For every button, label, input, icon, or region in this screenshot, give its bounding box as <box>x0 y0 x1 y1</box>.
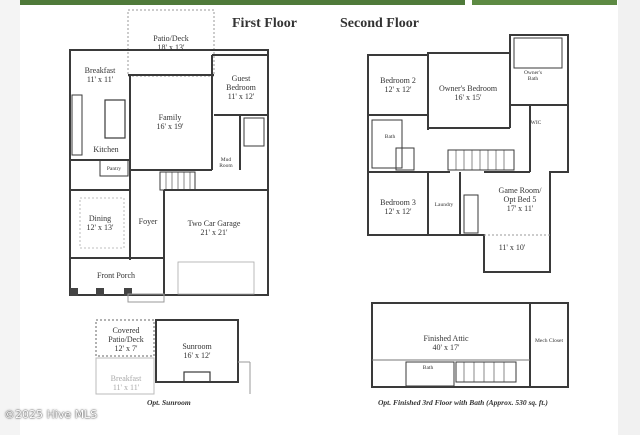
bath-label: Bath <box>384 134 396 140</box>
attic-outline <box>371 302 569 388</box>
owners-bath-box <box>513 37 563 69</box>
mud-room-label: Mud Room <box>219 157 233 169</box>
dining-rug <box>79 197 125 249</box>
photo-strip-left <box>20 0 465 5</box>
left-margin <box>0 0 20 435</box>
first-floor-outline <box>69 49 269 296</box>
mech-closet-label: Mech Closet <box>535 338 563 344</box>
guest-bath <box>243 117 265 147</box>
front-porch-label: Front Porch <box>97 271 135 280</box>
foyer-label: Foyer <box>138 217 158 226</box>
second-floor-title: Second Floor <box>340 16 419 31</box>
owners-bath-label: Owner's Bath <box>523 70 543 82</box>
covered-patio-outline <box>95 319 155 357</box>
photo-strip-right <box>472 0 617 5</box>
photo-strip <box>0 0 640 6</box>
floor-plan-sheet <box>22 6 618 416</box>
mls-watermark: ©2025 Hive MLS <box>4 408 98 421</box>
first-floor-title: First Floor <box>232 16 297 31</box>
kitchen-label: Kitchen <box>93 145 119 154</box>
stairs-second <box>447 149 515 171</box>
stairs-first <box>159 171 196 191</box>
wic-label: WIC <box>530 120 542 126</box>
pantry-label: Pantry <box>106 166 122 172</box>
attic-caption: Opt. Finished 3rd Floor with Bath (Appro… <box>378 398 548 407</box>
attic-bath <box>405 361 455 387</box>
tub <box>395 147 415 171</box>
kitchen-island <box>104 99 126 139</box>
attic-stairs <box>455 361 517 383</box>
sunroom-caption: Opt. Sunroom <box>147 398 191 407</box>
right-margin <box>618 0 640 435</box>
kitchen-counter <box>71 94 83 156</box>
garage-door <box>177 261 255 295</box>
breakfast-ghost <box>95 357 155 395</box>
laundry-label: Laundry <box>434 202 454 208</box>
pantry-box <box>99 159 129 177</box>
attic-bath-label: Bath <box>422 365 434 371</box>
linen <box>463 194 479 234</box>
hall-bath-box <box>371 119 403 169</box>
extension-size-label: 11' x 10' <box>498 243 526 252</box>
